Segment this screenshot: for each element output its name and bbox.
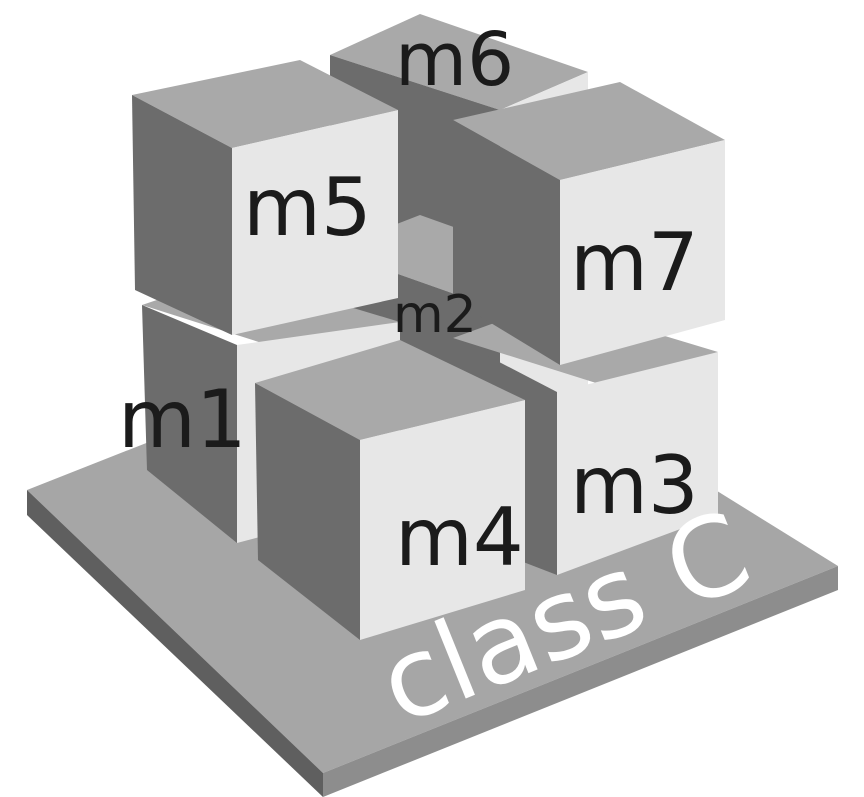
cube-m7	[453, 82, 725, 365]
base-left-face	[27, 490, 323, 797]
label-m1: m1	[118, 373, 247, 466]
cube-m4	[255, 340, 525, 640]
label-m2: m2	[393, 285, 477, 345]
cube-m5	[132, 60, 398, 335]
label-m7: m7	[570, 216, 699, 309]
base-front-face	[323, 566, 838, 797]
label-m3: m3	[570, 439, 699, 532]
label-m4: m4	[395, 491, 524, 584]
label-m6: m6	[395, 17, 514, 103]
label-m5: m5	[243, 161, 372, 254]
